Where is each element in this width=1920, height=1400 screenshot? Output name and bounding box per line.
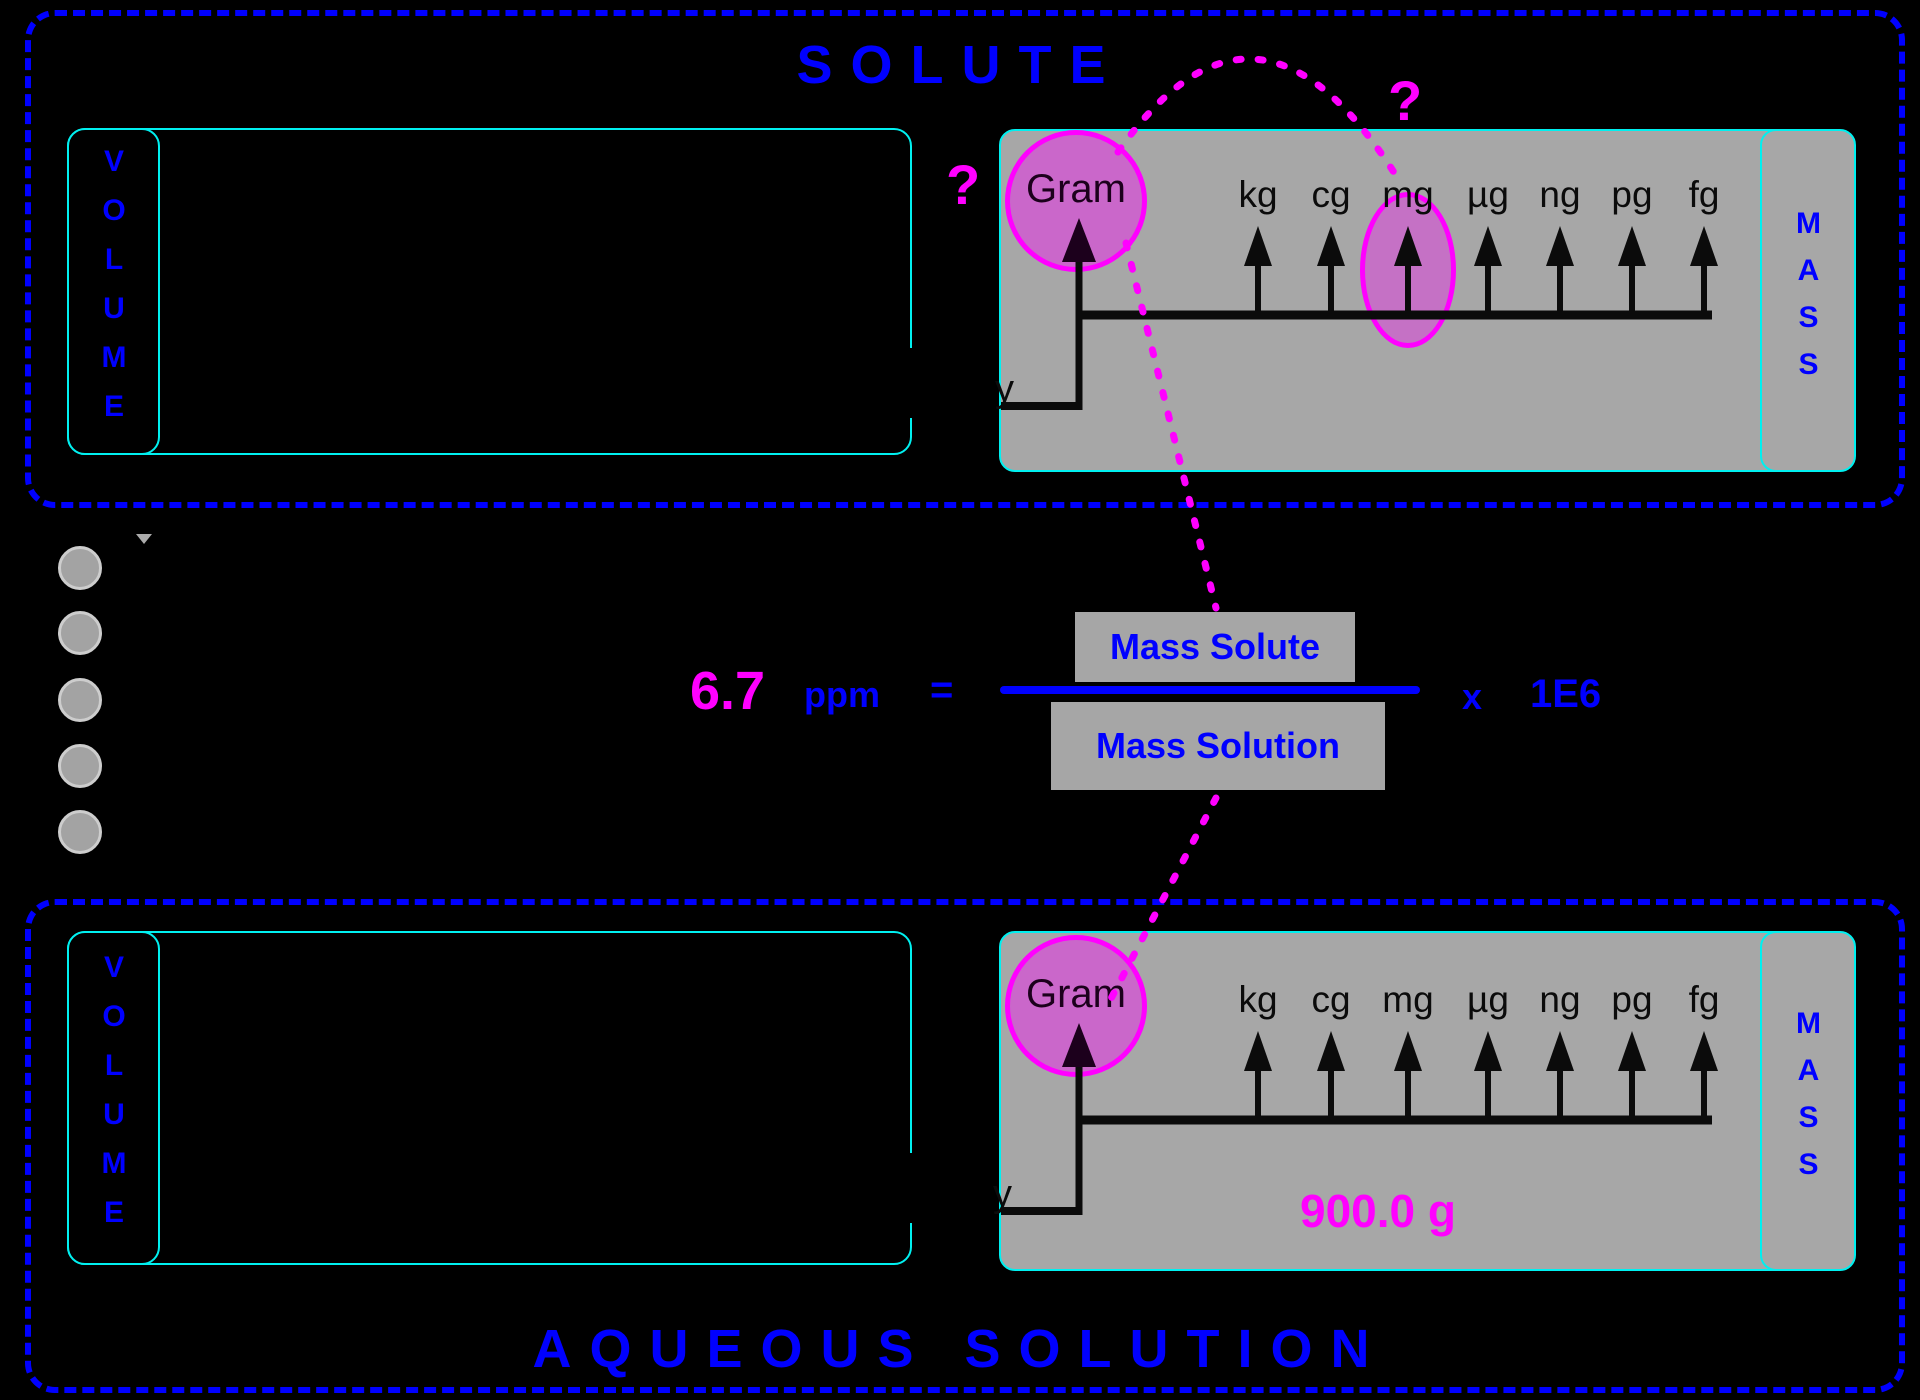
hidden-label-notch-bottom bbox=[866, 1153, 1002, 1223]
hidden-label-tail-bottom: y bbox=[993, 1173, 1012, 1215]
solute-volume-box[interactable] bbox=[67, 128, 912, 455]
mass-solution-label: Mass Solution bbox=[1095, 725, 1341, 766]
unit-label-cg-solution[interactable]: cg bbox=[1311, 979, 1351, 1020]
solute-container bbox=[25, 10, 1905, 508]
unit-label-ng-solution[interactable]: ng bbox=[1539, 979, 1581, 1020]
question-mark-gram: ? bbox=[946, 153, 981, 216]
dropdown-caret-icon[interactable] bbox=[136, 534, 152, 544]
mass-solute-label: Mass Solute bbox=[1109, 626, 1321, 667]
gram-label-solution: Gram bbox=[1026, 971, 1126, 1016]
solution-mass-strip: MASS bbox=[1760, 931, 1856, 1271]
unit-label-µg-solute[interactable]: µg bbox=[1467, 174, 1509, 215]
solute-volume-strip: VOLUME bbox=[67, 128, 160, 455]
unit-label-mg-solute[interactable]: mg bbox=[1382, 174, 1434, 215]
unit-label-kg-solute[interactable]: kg bbox=[1238, 174, 1278, 215]
solution-volume-box[interactable] bbox=[67, 931, 912, 1265]
solution-volume-strip: VOLUME bbox=[67, 931, 160, 1265]
solute-volume-label: VOLUME bbox=[97, 144, 131, 439]
mass-solution-box[interactable]: Mass Solution bbox=[1051, 702, 1385, 790]
solution-mass-label: MASS bbox=[1792, 1007, 1825, 1195]
ppm-unit-label: ppm bbox=[804, 674, 880, 715]
solute-mass-label: MASS bbox=[1792, 206, 1825, 395]
unit-label-pg-solute[interactable]: pg bbox=[1611, 174, 1653, 215]
aqueous-solution-title: AQUEOUS SOLUTION bbox=[532, 1319, 1388, 1379]
solution-volume-label: VOLUME bbox=[97, 951, 131, 1245]
unit-label-mg-solution[interactable]: mg bbox=[1382, 979, 1434, 1020]
step-dot-3[interactable] bbox=[58, 678, 102, 722]
unit-label-µg-solution[interactable]: µg bbox=[1467, 979, 1509, 1020]
step-dot-4[interactable] bbox=[58, 744, 102, 788]
solute-title: SOLUTE bbox=[796, 35, 1124, 95]
unit-label-ng-solute[interactable]: ng bbox=[1539, 174, 1581, 215]
step-dot-5[interactable] bbox=[58, 810, 102, 854]
aqueous-solution-container bbox=[25, 899, 1905, 1393]
gram-circle-solution[interactable]: Gram bbox=[1005, 935, 1147, 1077]
unit-label-cg-solute[interactable]: cg bbox=[1311, 174, 1351, 215]
unit-label-pg-solution[interactable]: pg bbox=[1611, 979, 1653, 1020]
step-dot-1[interactable] bbox=[58, 546, 102, 590]
question-mark-mg: ? bbox=[1388, 69, 1423, 132]
ppm-value[interactable]: 6.7 bbox=[690, 661, 766, 721]
multiply-sign: x bbox=[1462, 676, 1483, 717]
unit-label-fg-solution[interactable]: fg bbox=[1688, 979, 1720, 1020]
solution-mass-value: 900.0 g bbox=[1300, 1185, 1456, 1237]
unit-label-kg-solution[interactable]: kg bbox=[1238, 979, 1278, 1020]
gram-label-solute: Gram bbox=[1026, 166, 1126, 211]
fraction-line bbox=[1000, 686, 1420, 694]
hidden-label-tail-top: y bbox=[995, 368, 1014, 410]
mg-highlight-circle[interactable] bbox=[1360, 192, 1456, 348]
factor-1e6: 1E6 bbox=[1530, 672, 1602, 716]
unit-label-fg-solute[interactable]: fg bbox=[1688, 174, 1720, 215]
step-dot-2[interactable] bbox=[58, 611, 102, 655]
mass-solute-box[interactable]: Mass Solute bbox=[1075, 612, 1355, 682]
hidden-label-notch-top bbox=[866, 348, 1000, 418]
gram-circle-solute[interactable]: Gram bbox=[1005, 130, 1147, 272]
equals-sign: = bbox=[930, 668, 954, 712]
solute-mass-strip: MASS bbox=[1760, 129, 1856, 472]
